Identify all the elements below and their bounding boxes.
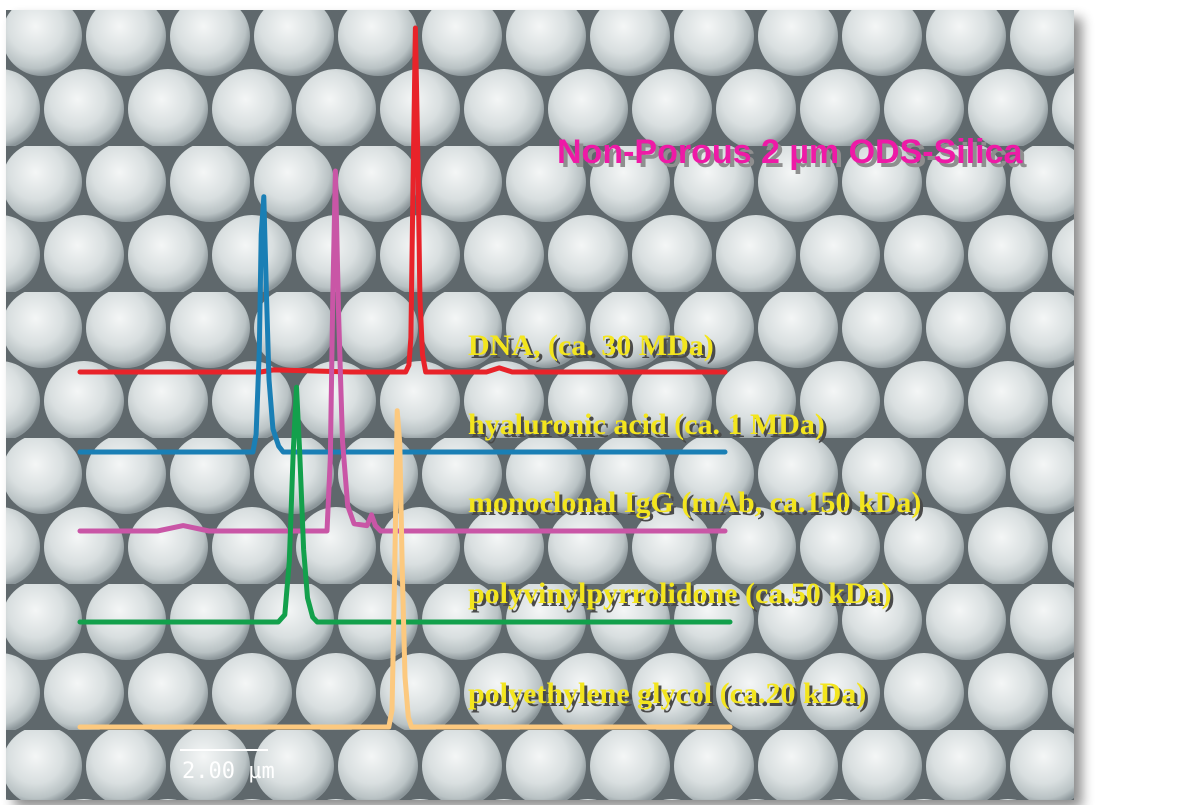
trace-3 <box>77 384 733 625</box>
trace-4 <box>77 408 733 730</box>
traces <box>77 25 733 730</box>
chart-title: Non-Porous 2 µm ODS-Silica <box>557 133 1024 171</box>
trace-0 <box>77 25 728 375</box>
series-label-4: polyethylene glycol (ca.20 kDa) <box>468 677 866 710</box>
series-label-3: polyvinylpyrrolidone (ca.50 kDa) <box>468 577 892 610</box>
series-label-shadow-2: monoclonal IgG (mAb, ca.150 kDa) <box>471 489 924 522</box>
series-label-2: monoclonal IgG (mAb, ca.150 kDa) <box>468 486 921 519</box>
series-label-shadow-3: polyvinylpyrrolidone (ca.50 kDa) <box>471 580 895 613</box>
series-label-1: hyaluronic acid (ca. 1 MDa) <box>468 408 825 441</box>
trace-2 <box>77 168 728 534</box>
sem-background <box>6 10 1074 800</box>
trace-1 <box>77 194 728 455</box>
series-label-shadow-1: hyaluronic acid (ca. 1 MDa) <box>471 411 828 444</box>
chart-title-shadow: Non-Porous 2 µm ODS-Silica <box>561 137 1028 175</box>
legend-labels: DNA, (ca. 30 MDa)DNA, (ca. 30 MDa)hyalur… <box>468 329 924 713</box>
scale-bar-label: 2.00 µm <box>182 759 275 784</box>
series-label-0: DNA, (ca. 30 MDa) <box>468 329 714 362</box>
series-label-shadow-0: DNA, (ca. 30 MDa) <box>471 332 717 365</box>
scale-bar: 2.00 µm <box>180 749 275 784</box>
chart-title-group: Non-Porous 2 µm ODS-Silica Non-Porous 2 … <box>557 133 1028 175</box>
series-label-shadow-4: polyethylene glycol (ca.20 kDa) <box>471 680 869 713</box>
